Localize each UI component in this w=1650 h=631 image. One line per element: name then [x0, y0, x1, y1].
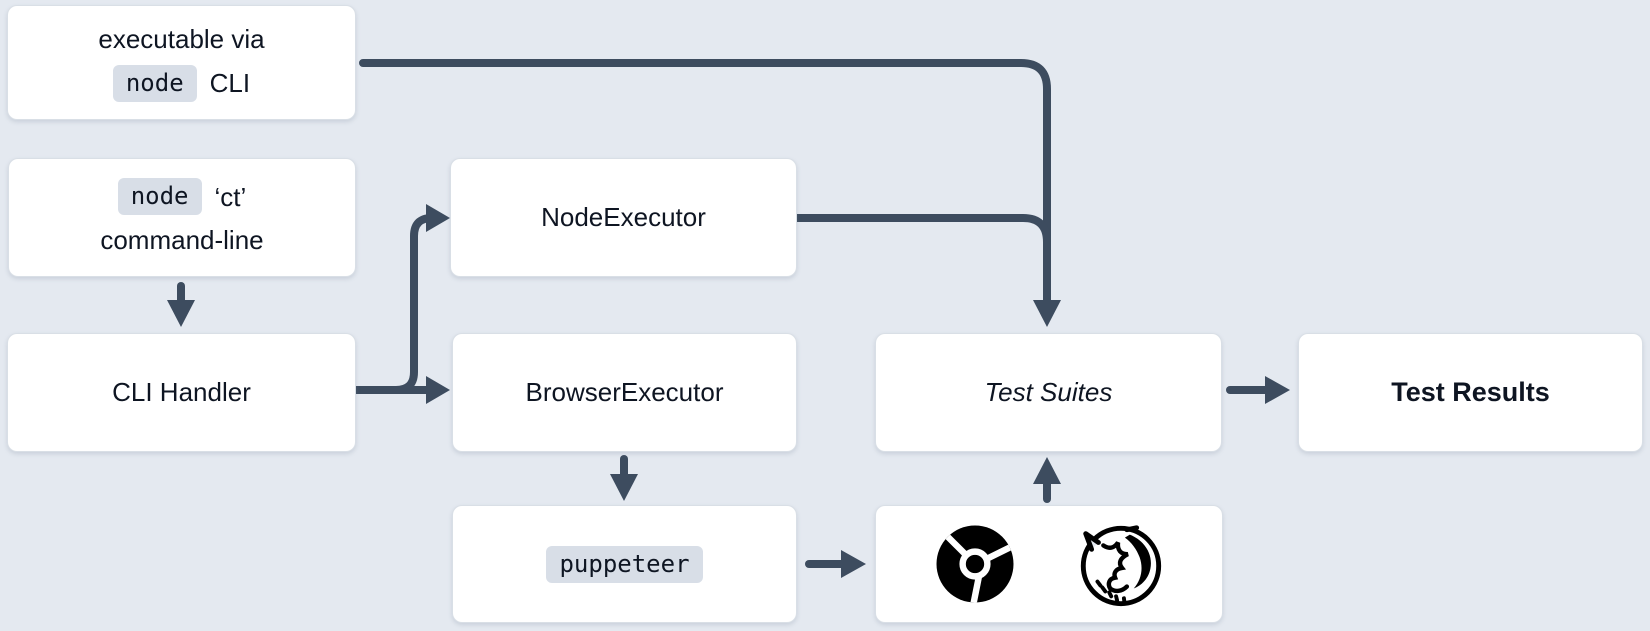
- code-chip-node: node: [112, 64, 197, 102]
- node-label-line: executable via: [98, 23, 264, 56]
- arrowhead-into-test-results: [1265, 376, 1290, 404]
- node-test-suites: Test Suites: [875, 333, 1222, 452]
- node-cli-handler: CLI Handler: [7, 333, 356, 452]
- arrowhead-into-nodeexecutor: [426, 204, 450, 232]
- edge-cli-handler-to-nodeexecutor: [353, 214, 436, 394]
- chrome-icon: [936, 525, 1014, 603]
- label-text: CLI: [209, 68, 251, 98]
- label-text: CLI Handler: [112, 377, 251, 408]
- label-text: executable via: [98, 24, 265, 55]
- node-ct-command-line: node ‘ct’ command-line: [8, 158, 356, 277]
- node-test-results: Test Results: [1298, 333, 1643, 452]
- arrowhead-into-browsers: [841, 550, 866, 578]
- arrowhead-into-cli-handler: [167, 300, 195, 327]
- label-text: Test Results: [1391, 376, 1550, 407]
- arrowhead-into-test-suites-bottom: [1033, 457, 1061, 484]
- label-text: NodeExecutor: [541, 202, 706, 233]
- arrowhead-into-test-suites-top: [1033, 300, 1061, 327]
- edge-nodeexecutor-to-test-suites: [793, 214, 1051, 299]
- browser-icons: [931, 517, 1167, 611]
- label-text: BrowserExecutor: [525, 377, 724, 408]
- arrowhead-into-puppeteer: [610, 474, 638, 501]
- node-browsers: [875, 505, 1223, 623]
- firefox-icon: [1080, 525, 1162, 607]
- node-executable-via-cli: executable via node CLI: [7, 5, 356, 120]
- label-text: Test Suites: [984, 377, 1113, 408]
- node-nodeexecutor: NodeExecutor: [450, 158, 797, 277]
- label-text: ‘ct’: [214, 181, 247, 212]
- node-puppeteer: puppeteer: [452, 505, 797, 623]
- label-text: command-line: [100, 225, 264, 256]
- node-label-line: node CLI: [112, 64, 251, 102]
- node-label-line: command-line: [100, 224, 263, 257]
- node-label-line: node ‘ct’: [117, 178, 247, 216]
- code-chip-node: node: [117, 178, 202, 216]
- code-chip-puppeteer: puppeteer: [546, 545, 703, 583]
- arrowhead-into-browserexecutor: [426, 376, 450, 404]
- node-browserexecutor: BrowserExecutor: [452, 333, 797, 452]
